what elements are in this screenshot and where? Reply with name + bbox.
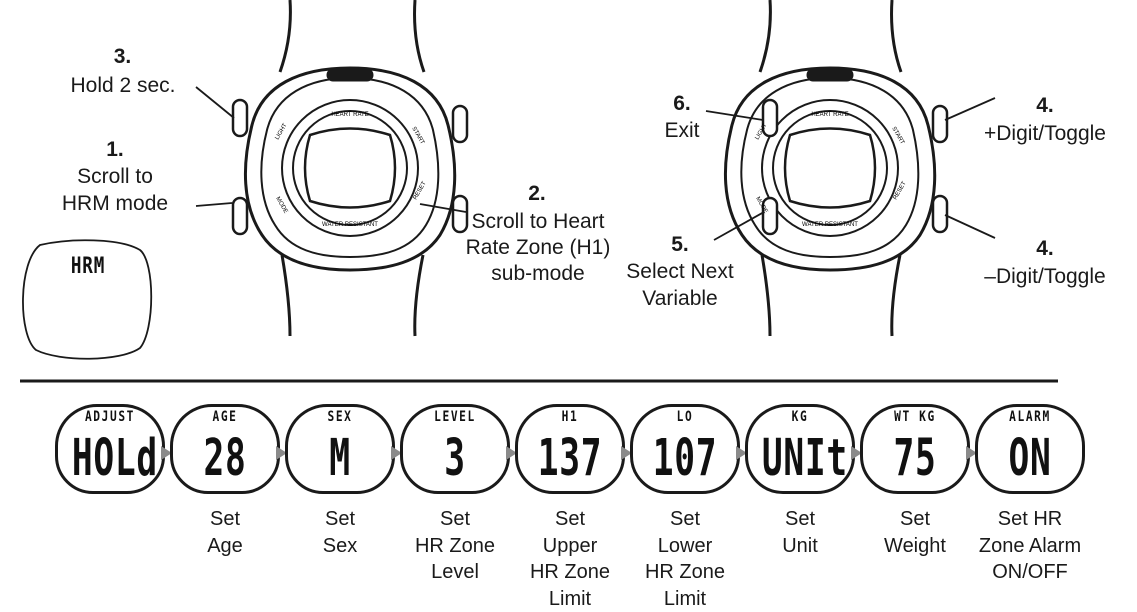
right-bezel-top-label: HEART RATE [811,112,848,118]
setting-caption-line: HR Zone [505,559,635,586]
setting-display-value: UNIt [762,433,838,483]
callout-2-line2: Rate Zone (H1) [460,235,616,261]
callout-4b-number: 4. [1025,236,1065,262]
callout-6-text: Exit [652,118,712,144]
callout-5-line2: Variable [610,286,750,312]
setting-display-label: H1 [530,409,610,425]
setting-display-label: ALARM [990,409,1070,425]
right-watch-button-reset [933,196,947,232]
callout-3-text: Hold 2 sec. [52,73,194,99]
setting-caption-line: Set [160,506,290,533]
leader-scroll-hrm [196,203,232,206]
setting-display-label: LEVEL [415,409,495,425]
callout-4a-number: 4. [1025,93,1065,119]
callout-5-number: 5. [660,232,700,258]
left-watch-strap-bottom [282,255,423,336]
setting-caption-line: Unit [735,533,865,560]
callout-1-number: 1. [95,137,135,163]
right-watch-strap-top [760,0,901,72]
mini-display-text: HRM [64,254,112,279]
callout-2-line1: Scroll to Heart [460,209,616,235]
setting-caption-line: Upper [505,533,635,560]
setting-caption-line: Lower [620,533,750,560]
right-watch-strap-bottom [762,255,900,336]
callout-4b-text: –Digit/Toggle [975,264,1115,290]
left-bezel-bottom-label: WATER RESISTANT [322,222,378,228]
setting-caption-line: Zone Alarm [965,533,1095,560]
callout-4a-text: +Digit/Toggle [975,121,1115,147]
leader-plus [945,98,995,120]
setting-caption-line: Set HR [965,506,1095,533]
setting-caption-line: Limit [505,586,635,612]
right-watch-button-start [933,106,947,142]
setting-display-value: 3 [417,433,493,483]
left-watch-top-grip [328,70,372,80]
setting-caption-line: Set [275,506,405,533]
callout-6-number: 6. [662,91,702,117]
setting-caption-line: Set [390,506,520,533]
setting-caption-line: HR Zone [620,559,750,586]
left-watch-lcd-window [305,129,395,208]
setting-caption-line: Set [850,506,980,533]
left-bezel-light-label: LIGHT [275,122,289,141]
callout-2-number: 2. [517,181,557,207]
setting-caption-line: ON/OFF [965,559,1095,586]
setting-caption-line: Weight [850,533,980,560]
setting-caption-line: Set [505,506,635,533]
setting-display-label: KG [760,409,840,425]
right-watch [725,0,947,336]
right-watch-lcd-window [785,129,875,208]
callout-5-line1: Select Next [610,259,750,285]
setting-caption-line: Level [390,559,520,586]
right-bezel-bottom-label: WATER RESISTANT [802,222,858,228]
leader-hold [196,87,234,118]
setting-caption-line: Age [160,533,290,560]
setting-caption-line: Set [735,506,865,533]
leader-minus [945,215,995,238]
right-watch-top-grip [808,70,852,80]
setting-display-label: ADJUST [70,409,150,425]
setting-display-value: 28 [187,433,263,483]
left-watch-button-light [233,100,247,136]
setting-display-value: M [302,433,378,483]
left-bezel-mode-label: MODE [274,196,288,215]
setting-display-label: WT KG [875,409,955,425]
callout-1-line1: Scroll to [40,164,190,190]
setting-display-value: 107 [647,433,723,483]
setting-display-label: SEX [300,409,380,425]
left-watch-button-mode [233,198,247,234]
setting-caption-line: Limit [620,586,750,612]
setting-caption-line: Sex [275,533,405,560]
left-bezel-top-label: HEART RATE [331,112,368,118]
setting-display-value: 137 [532,433,608,483]
callout-3-number: 3. [95,44,150,70]
left-watch [233,0,467,336]
setting-display-value: ON [992,433,1068,483]
setting-display-value: 75 [877,433,953,483]
setting-display-label: LO [645,409,725,425]
left-watch-button-start [453,106,467,142]
setting-caption-line: HR Zone [390,533,520,560]
left-watch-strap-top [280,0,424,72]
right-watch-case [725,68,934,270]
callout-1-line2: HRM mode [40,191,190,217]
setting-caption-line: Set [620,506,750,533]
right-watch-button-mode [763,198,777,234]
setting-display-label: AGE [185,409,265,425]
callout-2-line3: sub-mode [460,261,616,287]
setting-display-value: HOLd [72,433,148,483]
left-watch-case [245,68,454,270]
